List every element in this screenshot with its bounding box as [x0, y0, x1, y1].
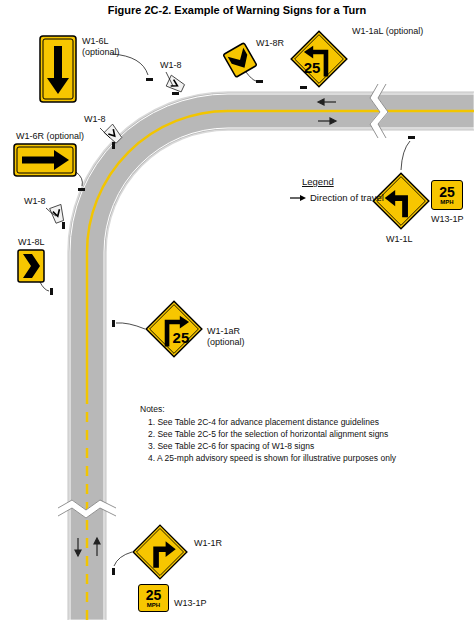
speed-number: 25	[173, 330, 190, 345]
lane-arrow	[75, 99, 336, 556]
speed-number: 25	[439, 185, 455, 199]
w1-8r-sign	[223, 43, 257, 78]
speed-number: 25	[146, 588, 162, 602]
note: 2. See Table 2C-5 for the selection of h…	[148, 429, 388, 440]
road-break	[378, 84, 388, 138]
sign-code: W1-8L	[18, 237, 45, 248]
speed-unit: MPH	[147, 602, 160, 609]
sign-code: W1-1aR (optional)	[207, 326, 263, 348]
road-break	[370, 84, 380, 138]
w13-1p-plaque: 25MPH	[431, 180, 463, 210]
sign-code: W1-8R	[256, 38, 284, 49]
sign-code: W1-8	[160, 60, 182, 71]
road-break	[58, 500, 116, 510]
w1-1al-sign: 25	[290, 30, 348, 88]
w1-1ar-sign: 25	[145, 300, 203, 358]
legend-arrow	[290, 195, 306, 201]
sign-code: W13-1P	[174, 598, 207, 609]
sign-code: W13-1P	[431, 214, 464, 225]
sign-code: W1-8	[84, 114, 106, 125]
edge-line	[104, 128, 474, 620]
edge-line	[70, 94, 474, 620]
note: 4. A 25-mph advisory speed is shown for …	[148, 453, 396, 464]
note: 1. See Table 2C-4 for advance placement …	[148, 417, 379, 428]
sign-code: W1-8	[24, 196, 46, 207]
notes-heading: Notes:	[140, 404, 165, 415]
sign-code: W1-6R (optional)	[16, 131, 84, 142]
w1-8l-sign	[18, 250, 44, 282]
sign-code: W1-1aL (optional)	[352, 26, 423, 37]
sign-code: W1-6L (optional)	[82, 36, 130, 58]
legend-text: Direction of travel	[310, 192, 384, 203]
center-line	[87, 111, 474, 400]
figure-title: Figure 2C-2. Example of Warning Signs fo…	[0, 4, 474, 17]
sign-code: W1-1R	[194, 538, 222, 549]
w13-1p-plaque: 25MPH	[138, 584, 169, 612]
speed-unit: MPH	[440, 199, 453, 206]
leader-line	[40, 54, 410, 566]
speed-number: 25	[304, 60, 321, 75]
sign-post	[50, 78, 415, 575]
w1-8-chevron	[104, 124, 124, 144]
legend-heading: Legend	[302, 176, 334, 187]
road-surface	[68, 92, 474, 620]
note: 3. See Table 2C-6 for spacing of W1-8 si…	[148, 441, 314, 452]
road-break	[58, 508, 116, 518]
w1-6l-sign	[40, 36, 76, 102]
w1-6r-sign	[14, 144, 76, 176]
w1-1r-sign	[133, 525, 187, 579]
w1-8-chevron	[50, 204, 67, 223]
sign-code: W1-1L	[386, 234, 413, 245]
